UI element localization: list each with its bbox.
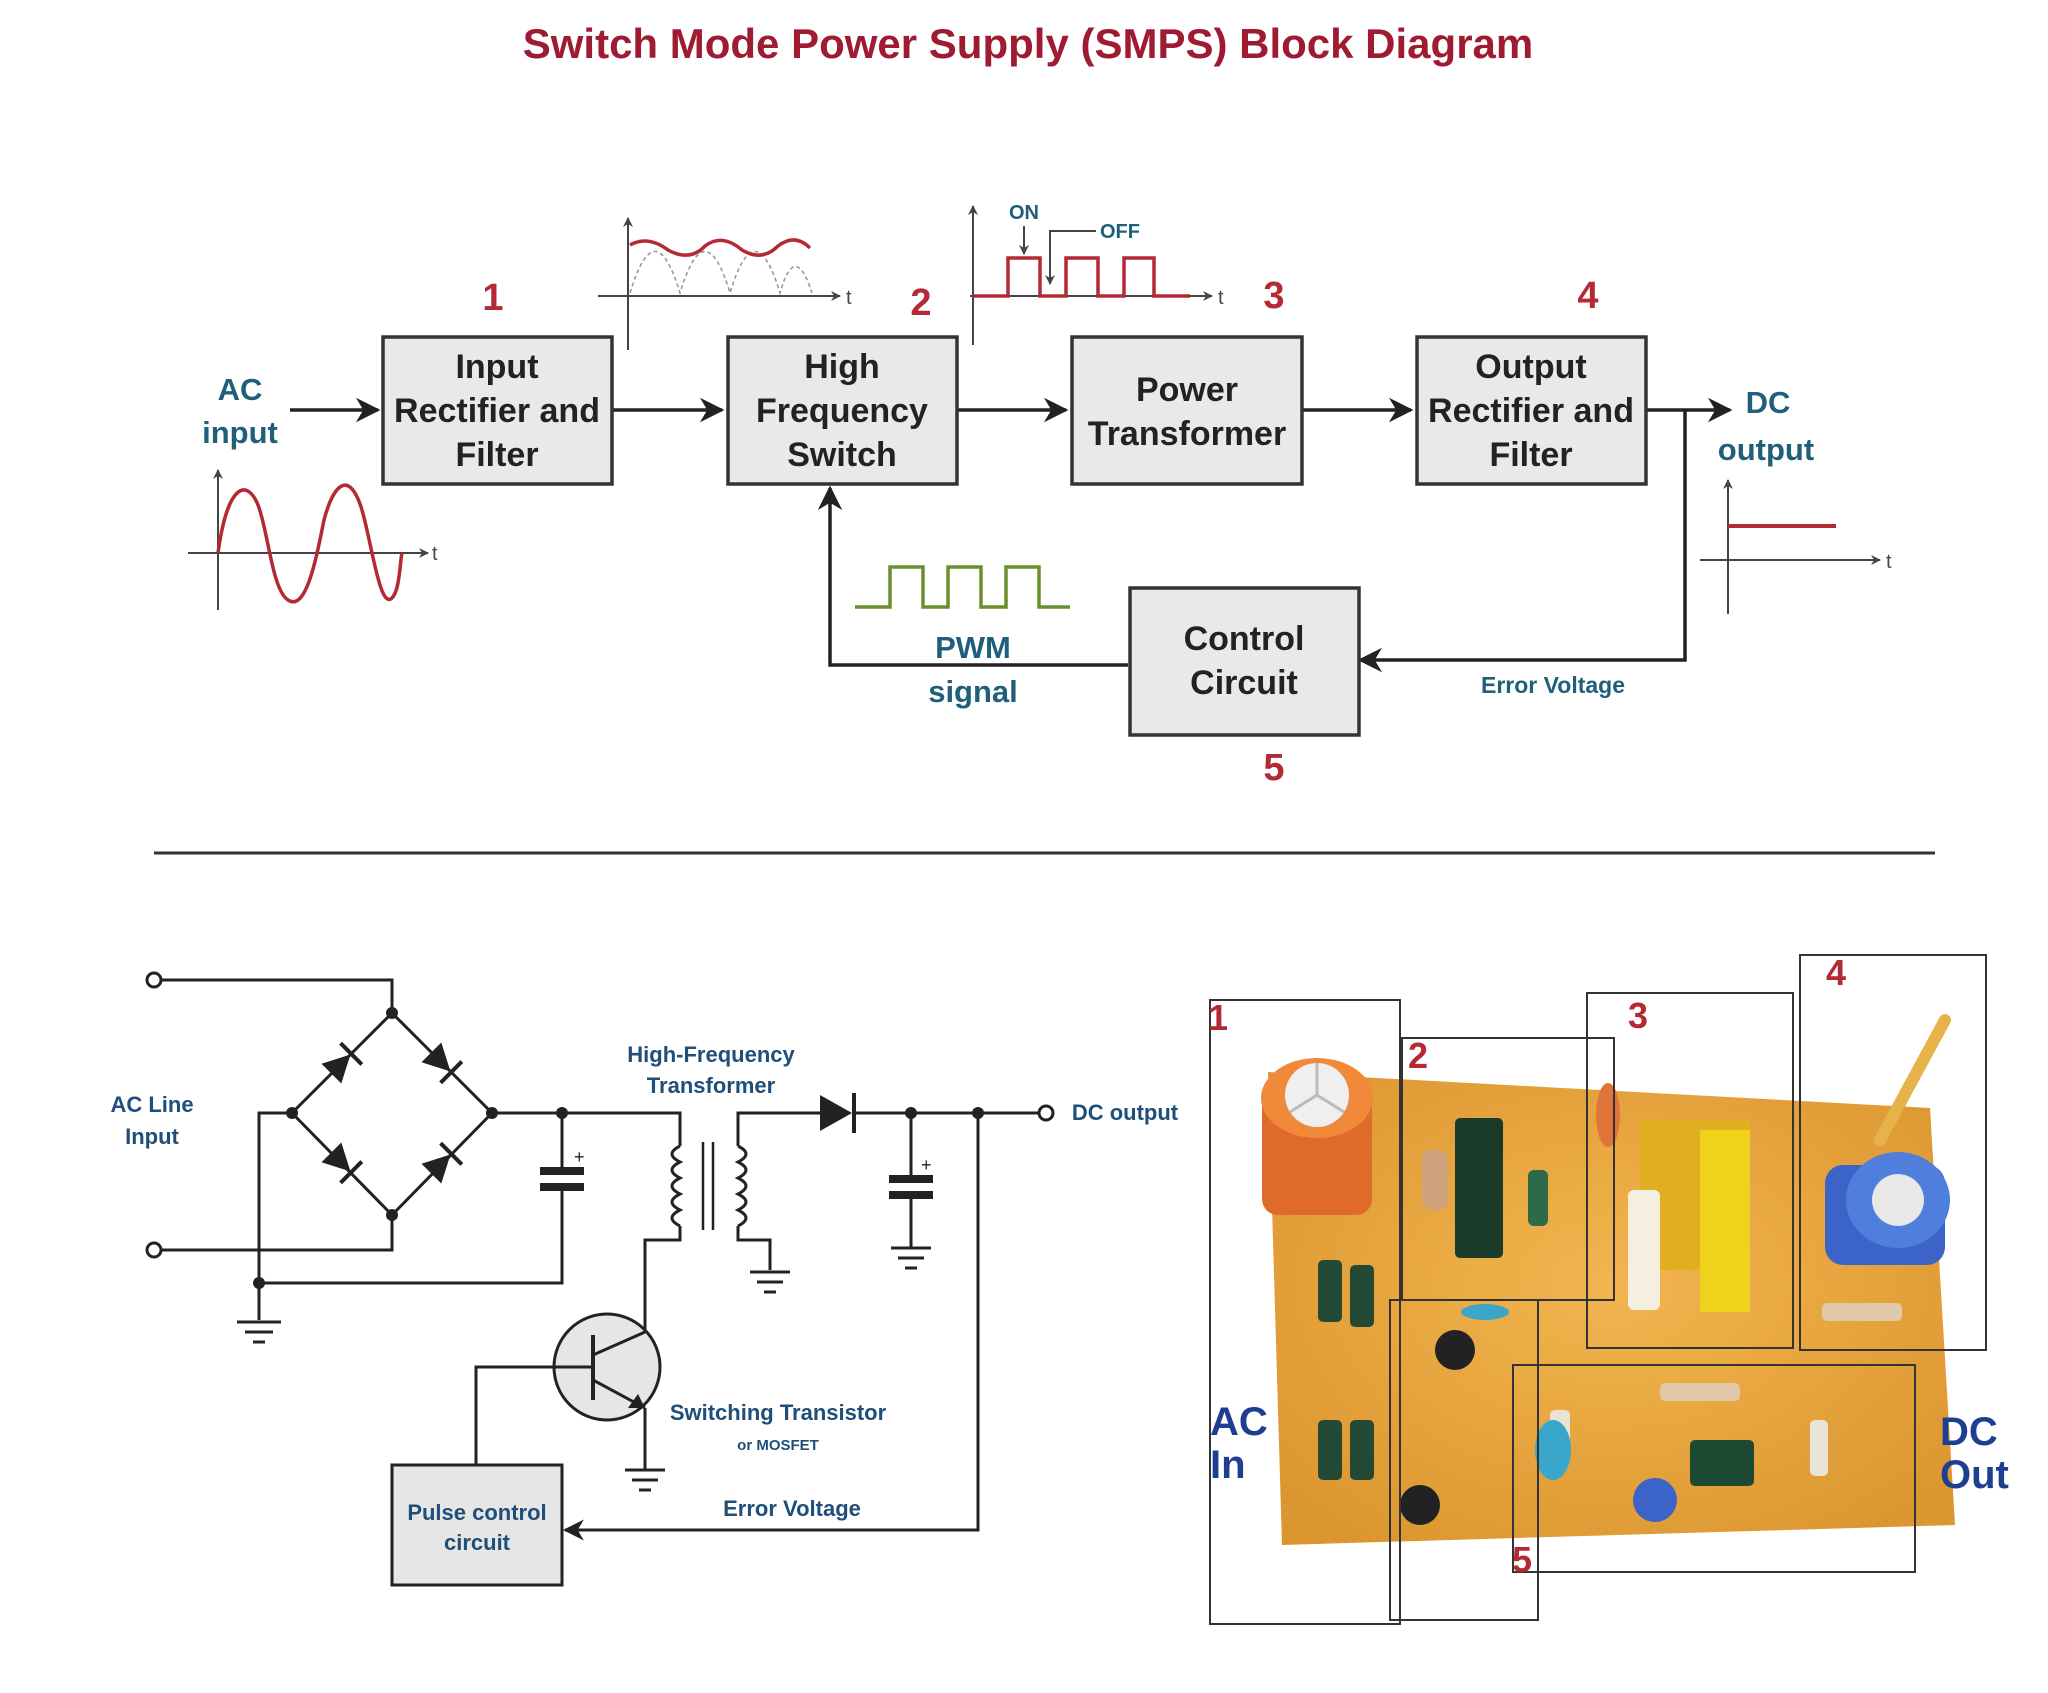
svg-text:High: High: [804, 348, 880, 386]
pcb-region-5-main: [1512, 1364, 1916, 1573]
block-number-5: 5: [1263, 747, 1284, 789]
on-off-square-waveform: ON OFF t: [968, 202, 1224, 345]
or-mosfet-label: or MOSFET: [737, 1437, 819, 1454]
pwm-label-line2: signal: [928, 674, 1018, 709]
ground-symbol-output: [891, 1246, 931, 1270]
svg-text:t: t: [1886, 551, 1892, 573]
svg-text:t: t: [432, 543, 438, 565]
block-number-2: 2: [910, 282, 931, 324]
page-title: Switch Mode Power Supply (SMPS) Block Di…: [523, 20, 1534, 67]
output-filter-capacitor: +: [889, 1155, 933, 1199]
svg-text:+: +: [921, 1155, 932, 1175]
block-power-transformer: Power Transformer: [1070, 335, 1304, 486]
rectified-ripple-waveform: t: [598, 217, 852, 350]
svg-text:Control: Control: [1184, 620, 1305, 658]
off-label: OFF: [1100, 221, 1140, 243]
bridge-rectifier: [286, 1007, 498, 1221]
dc-output-label-line1: DC: [1746, 385, 1791, 420]
svg-text:t: t: [846, 287, 852, 309]
block-diagram: AC input Input Rectifier and Filter High…: [188, 202, 1892, 789]
svg-text:Pulse control: Pulse control: [407, 1500, 546, 1525]
error-voltage-label: Error Voltage: [1481, 672, 1625, 698]
pcb-number-4: 4: [1826, 952, 1846, 993]
feedback-error-line: [1357, 410, 1687, 673]
pcb-region-3: [1586, 992, 1794, 1349]
input-filter-capacitor: +: [540, 1147, 585, 1191]
svg-text:Rectifier and: Rectifier and: [1428, 392, 1634, 430]
ground-symbol-transistor: [625, 1468, 665, 1492]
block-number-4: 4: [1577, 275, 1598, 317]
block-number-3: 3: [1263, 275, 1284, 317]
dc-output-terminal: [1037, 1104, 1055, 1122]
svg-text:t: t: [1218, 287, 1224, 309]
ac-sine-waveform: t: [188, 469, 438, 610]
on-label: ON: [1009, 202, 1039, 224]
error-voltage-circuit-label: Error Voltage: [723, 1496, 861, 1521]
dc-output-waveform: t: [1700, 479, 1892, 614]
pcb-ac-in-label-1: AC: [1210, 1400, 1268, 1444]
switching-transistor: [552, 1312, 662, 1422]
block-output-rectifier: Output Rectifier and Filter: [1415, 335, 1648, 486]
svg-text:Switch: Switch: [787, 436, 897, 474]
svg-text:Filter: Filter: [455, 436, 538, 474]
ac-terminal-bottom: [145, 1241, 163, 1259]
dc-output-circuit-label: DC output: [1072, 1100, 1179, 1125]
diodes-and-small-parts: [1318, 1260, 1902, 1525]
pcb-number-3: 3: [1628, 995, 1648, 1036]
pcb-dc-out-label-1: DC: [1940, 1410, 1998, 1454]
svg-text:Transformer: Transformer: [1088, 415, 1286, 453]
high-frequency-transformer: [670, 1142, 748, 1230]
ac-input-label-line2: input: [202, 415, 278, 450]
small-resistor: [1528, 1170, 1548, 1226]
pcb-number-2: 2: [1408, 1035, 1428, 1076]
block-high-frequency-switch: High Frequency Switch: [726, 335, 959, 486]
ground-symbol-input: [237, 1320, 281, 1344]
transformer-label-2: Transformer: [647, 1073, 776, 1098]
svg-text:Rectifier and: Rectifier and: [394, 392, 600, 430]
svg-text:Filter: Filter: [1489, 436, 1572, 474]
svg-text:+: +: [574, 1147, 585, 1167]
dc-output-label-line2: output: [1718, 432, 1814, 467]
ground-symbol-secondary: [750, 1270, 790, 1294]
output-electrolytic-capacitor: [1825, 1014, 1951, 1265]
pcb-region-5-ac: [1389, 1299, 1539, 1621]
svg-text:Input: Input: [455, 348, 538, 386]
block-number-1: 1: [482, 277, 503, 319]
transformer-label-1: High-Frequency: [627, 1042, 795, 1067]
svg-text:Circuit: Circuit: [1190, 664, 1298, 702]
ac-line-input-label-2: Input: [125, 1124, 179, 1149]
svg-text:circuit: circuit: [444, 1530, 511, 1555]
feedback-pwm-line: [817, 485, 1128, 667]
transformer-component: [1596, 1083, 1750, 1312]
block-control-circuit: Control Circuit: [1128, 586, 1361, 737]
pcb-dc-out-label-2: Out: [1940, 1453, 2009, 1497]
switching-transistor-label: Switching Transistor: [670, 1400, 887, 1425]
pcb-number-1: 1: [1208, 997, 1228, 1038]
input-electrolytic-capacitor: [1261, 1058, 1373, 1215]
pwm-waveform: [855, 565, 1070, 609]
pulse-control-circuit: Pulse control circuit: [390, 1463, 564, 1587]
pcb-illustration: 1 2 3 4 5 AC In DC Out: [1208, 952, 2009, 1625]
block-input-rectifier: Input Rectifier and Filter: [381, 335, 614, 486]
ac-input-label-line1: AC: [218, 372, 263, 407]
svg-text:Output: Output: [1475, 348, 1586, 386]
pcb-region-4: [1799, 954, 1987, 1351]
ac-line-input-label-1: AC Line: [110, 1092, 193, 1117]
pwm-label-line1: PWM: [935, 630, 1011, 665]
pcb-region-1: [1209, 999, 1401, 1625]
pcb-number-5: 5: [1512, 1539, 1532, 1580]
pcb-ac-in-label-2: In: [1210, 1443, 1246, 1487]
svg-text:Power: Power: [1136, 371, 1238, 409]
ac-terminal-top: [145, 971, 163, 989]
switching-ic-heatsink: [1422, 1118, 1503, 1258]
output-diode: [820, 1093, 856, 1133]
smps-circuit-schematic: AC Line Input: [110, 971, 1179, 1587]
svg-text:Frequency: Frequency: [756, 392, 928, 430]
